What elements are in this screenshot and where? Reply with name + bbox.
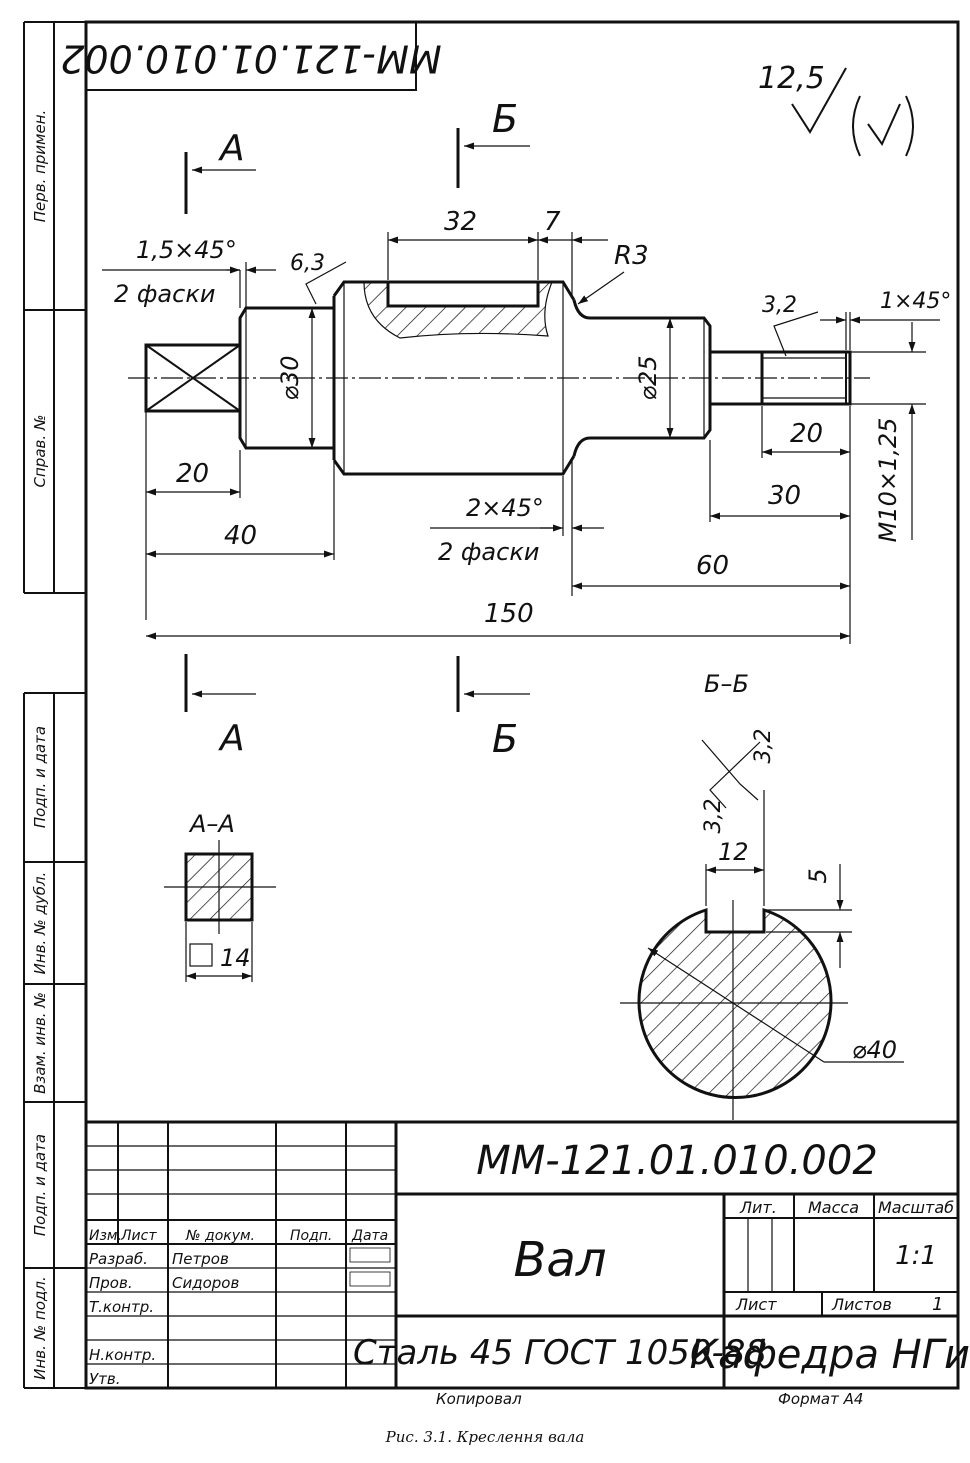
col-header: Лист [120,1228,157,1244]
side-label: Справ. № [31,415,49,488]
shaft-main-view [128,280,870,476]
row-name: Петров [172,1250,229,1268]
sheets-value: 1 [932,1294,943,1315]
side-label: Инв. № дубл. [31,872,49,975]
section-letter-b-bottom: Б [492,717,518,761]
dim-bb-rough-a: 3,2 [701,799,726,834]
side-label: Подп. и дата [31,726,49,828]
rotated-stamp: ММ-121.01.010.002 [60,21,442,91]
col-header: Дата [351,1228,388,1244]
section-aa-title: А–А [188,810,235,838]
dim-chamfer-right: 1×45° [880,289,951,314]
general-roughness: 12,5 [758,61,914,157]
dim-rough-63: 6,3 [290,251,325,276]
dim-sq14: 14 [220,944,251,972]
section-bb-title: Б–Б [704,670,749,698]
sheet-label: Лист [735,1295,777,1314]
section-markers: А А Б Б [184,97,530,761]
dim-20-right: 20 [790,419,823,449]
title-designation: ММ-121.01.010.002 [476,1138,878,1184]
side-label: Подп. и дата [31,1134,49,1236]
dim-thread: M10×1,25 [874,418,902,543]
row-role: Пров. [89,1274,133,1292]
figure-caption: Рис. 3.1. Креслення вала [385,1428,585,1446]
dim-rough-32-right: 3,2 [762,293,797,318]
row-name: Сидоров [172,1274,239,1292]
dim-phi30: ⌀30 [276,356,304,401]
side-label: Перв. примен. [31,110,49,223]
row-role: Т.контр. [89,1298,154,1316]
title-block: ММ-121.01.010.002 Вал Сталь 45 ГОСТ 1050… [84,1120,970,1390]
side-label: Взам. инв. № [31,992,49,1094]
row-role: Утв. [89,1370,121,1388]
section-letter-a-bottom: А [218,718,245,759]
title-name: Вал [513,1232,606,1288]
format-label: Формат А4 [778,1390,863,1408]
dim-20-left: 20 [176,459,209,489]
section-bb: Б–Б 12 5 3,2 3,2 ⌀40 [620,670,904,1120]
side-label: Инв. № подл. [31,1276,49,1379]
dim-chamfer-left: 1,5×45° [136,236,237,264]
dim-bb-rough-b: 3,2 [751,729,776,764]
title-organization: Кафедра НГиГ [690,1332,970,1378]
dim-phi40: ⌀40 [852,1036,897,1064]
row-role: Н.контр. [89,1346,156,1364]
dim-30: 30 [768,481,801,511]
dim-bb-5: 5 [804,868,832,883]
dim-r3: R3 [614,241,649,271]
section-letter-a-top: А [218,128,245,169]
dim-phi25: ⌀25 [634,356,662,401]
dim-chamfer-left-note: 2 фаски [114,280,215,308]
col-header: № докум. [185,1228,255,1244]
roughness-value: 12,5 [758,61,825,96]
dim-chamfer-mid-note: 2 фаски [438,538,539,566]
rotated-designation: ММ-121.01.010.002 [60,37,441,81]
mass-label: Масса [808,1198,859,1217]
col-header: Подп. [290,1228,332,1244]
copied-label: Копировал [436,1390,522,1408]
dim-32: 32 [444,207,477,237]
section-aa: А–А 14 [164,810,276,982]
dim-60: 60 [696,551,729,581]
dim-bb-12: 12 [718,838,749,866]
scale-label: Масштаб [878,1198,954,1217]
dim-chamfer-mid: 2×45° [466,494,544,522]
row-role: Разраб. [89,1250,148,1268]
scale-value: 1:1 [895,1241,937,1271]
lit-label: Лит. [739,1198,777,1217]
dim-7: 7 [544,207,561,237]
dimensions: 32 7 1,5×45° 2 фаски 6,3 R3 3,2 1×45° ⌀3… [102,207,951,644]
dim-40: 40 [224,521,257,551]
section-letter-b-top: Б [492,97,518,141]
dim-150: 150 [484,599,534,629]
col-header: Изм. [89,1228,122,1244]
side-labels: Перв. примен. Справ. № Подп. и дата Инв.… [31,110,49,1380]
sheets-label: Листов [831,1295,892,1314]
title-material: Сталь 45 ГОСТ 1050-88 [353,1333,767,1373]
